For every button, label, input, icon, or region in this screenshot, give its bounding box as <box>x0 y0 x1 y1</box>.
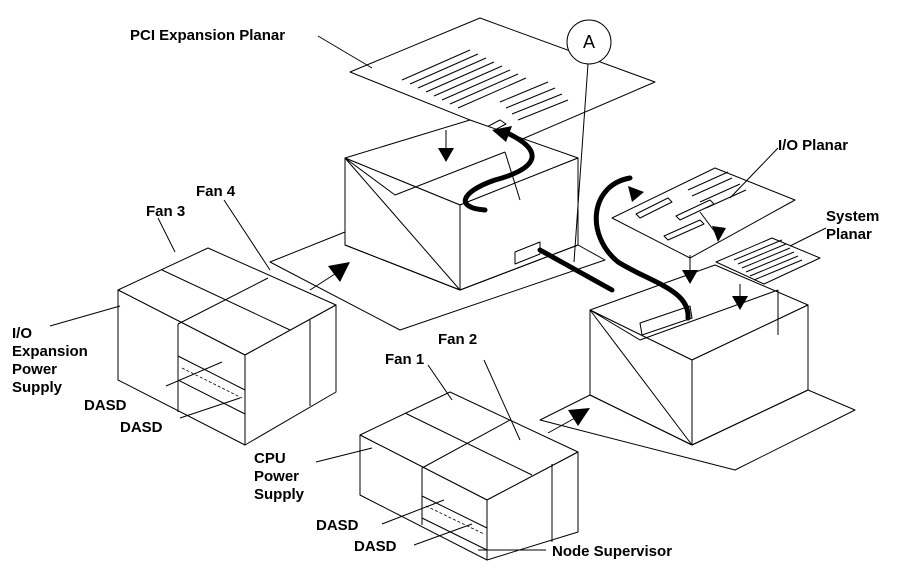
label-dasd-left-upper: DASD <box>84 397 127 414</box>
label-system-planar-2: Planar <box>826 226 872 243</box>
cable-arrowhead-icon <box>628 186 644 202</box>
label-io-exp-ps-2: Expansion <box>12 343 88 360</box>
io-expansion-power-supply <box>118 248 336 445</box>
label-cpu-ps-2: Power <box>254 468 299 485</box>
label-system-planar-1: System <box>826 208 879 225</box>
arrow-right-icon <box>328 262 350 282</box>
label-cpu-ps-3: Supply <box>254 486 305 503</box>
label-io-planar: I/O Planar <box>778 137 848 154</box>
label-io-exp-ps-4: Supply <box>12 379 63 396</box>
label-dasd-left-lower: DASD <box>120 419 163 436</box>
label-cpu-ps-1: CPU <box>254 450 286 467</box>
system-base-box <box>540 265 855 470</box>
label-io-exp-ps-3: Power <box>12 361 57 378</box>
label-fan-1: Fan 1 <box>385 351 424 368</box>
label-pci-expansion-planar: PCI Expansion Planar <box>130 27 285 44</box>
label-io-exp-ps-1: I/O <box>12 325 32 342</box>
label-fan-2: Fan 2 <box>438 331 477 348</box>
label-node-supervisor: Node Supervisor <box>552 543 672 560</box>
callout-letter: A <box>583 32 595 52</box>
label-dasd-cpu-upper: DASD <box>316 517 359 534</box>
arrow-right-icon <box>568 408 590 426</box>
label-fan-4: Fan 4 <box>196 183 236 200</box>
label-fan-3: Fan 3 <box>146 203 185 220</box>
label-dasd-cpu-lower: DASD <box>354 538 397 555</box>
